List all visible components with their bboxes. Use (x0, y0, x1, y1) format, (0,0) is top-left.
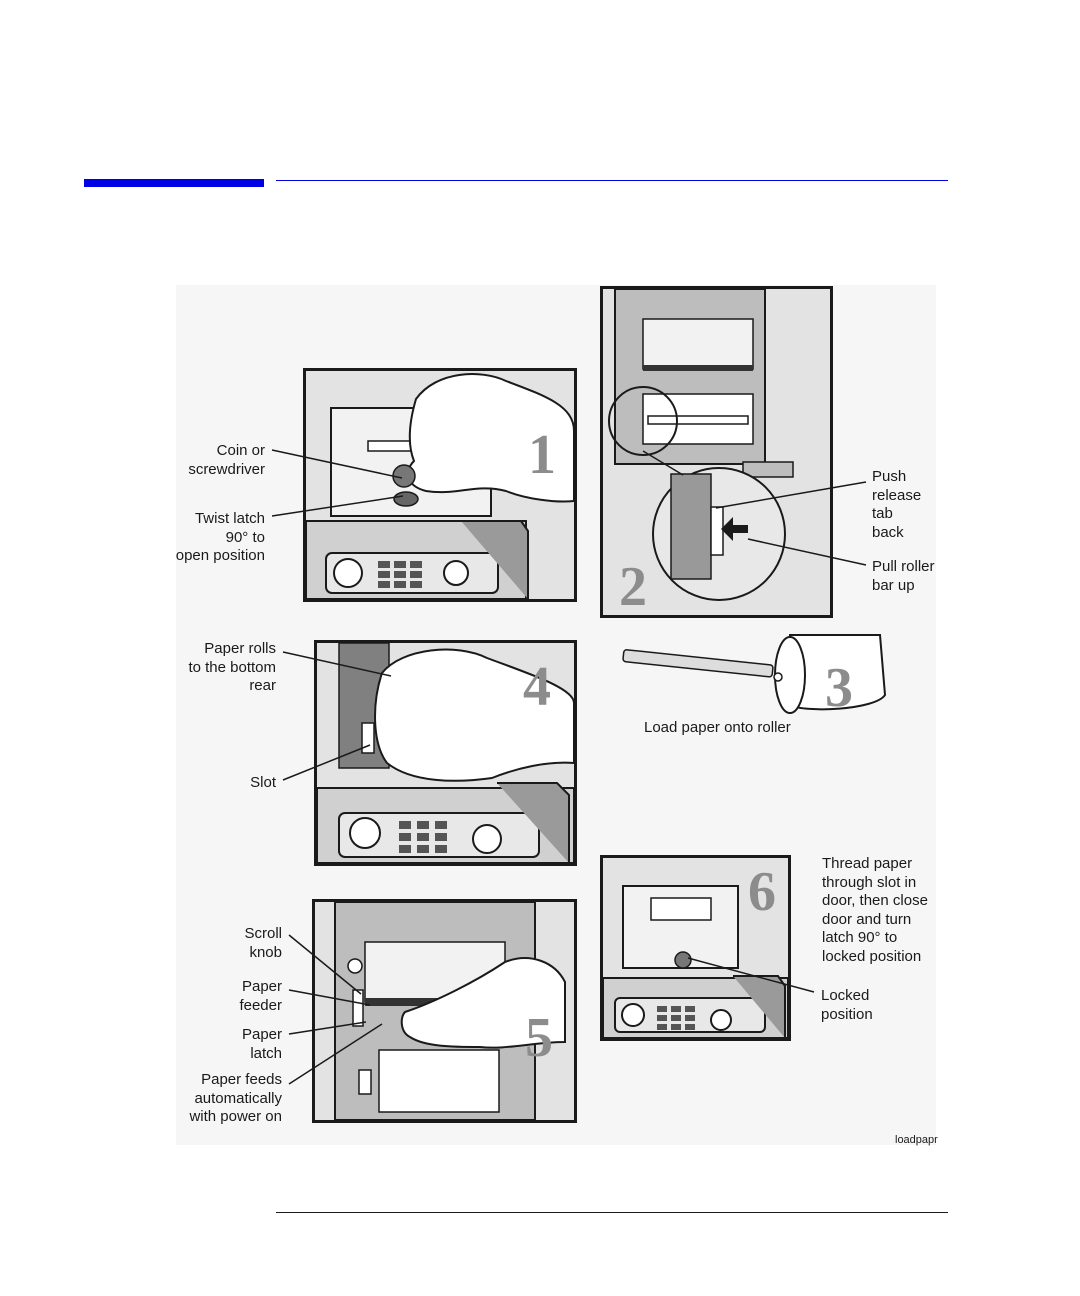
step-3-number: 3 (825, 657, 853, 719)
step-4-number: 4 (523, 656, 551, 718)
step-1-panel: 1 (303, 368, 577, 602)
header-rule (276, 180, 948, 181)
step-4-illustration (317, 643, 574, 863)
label-load-paper-onto-roller: Load paper onto roller (644, 719, 791, 736)
label-scroll-knob: Scroll knob (244, 925, 282, 961)
label-coin-or-screwdriver: Coin or screwdriver (188, 442, 265, 478)
step-5-illustration (334, 902, 566, 1120)
label-paper-feeder: Paper feeder (239, 978, 282, 1014)
footer-rule (276, 1212, 948, 1213)
label-twist-latch: Twist latch 90° to open position (175, 510, 265, 564)
step-2-illustration (608, 289, 794, 601)
label-paper-rolls: Paper rolls to the bottom rear (188, 640, 276, 694)
label-paper-feeds-automatically: Paper feeds automatically with power on (189, 1071, 282, 1125)
step-5-panel: 5 (312, 899, 577, 1123)
label-thread-paper: Thread paper through slot in door, then … (822, 855, 928, 965)
label-paper-latch: Paper latch (241, 1026, 282, 1062)
step-4-panel: 4 (314, 640, 577, 866)
step-6-illustration (603, 885, 788, 1038)
step-2-number: 2 (619, 556, 647, 618)
step-6-panel: 6 (600, 855, 791, 1041)
step-1-number: 1 (528, 424, 556, 486)
step-5-number: 5 (525, 1007, 553, 1069)
step-3-illustration (622, 634, 887, 714)
label-push-release-tab-back: Push release tab back (872, 468, 922, 541)
step-6-number: 6 (748, 861, 776, 923)
step-2-panel: 2 (600, 286, 833, 618)
label-locked-position: Locked position (821, 987, 873, 1023)
header-accent-bar (84, 179, 264, 187)
label-pull-roller-bar-up: Pull roller bar up (872, 558, 935, 594)
figure-id-caption: loadpapr (895, 1134, 938, 1146)
label-slot: Slot (250, 774, 276, 791)
step-3-panel: 3 (615, 625, 895, 725)
